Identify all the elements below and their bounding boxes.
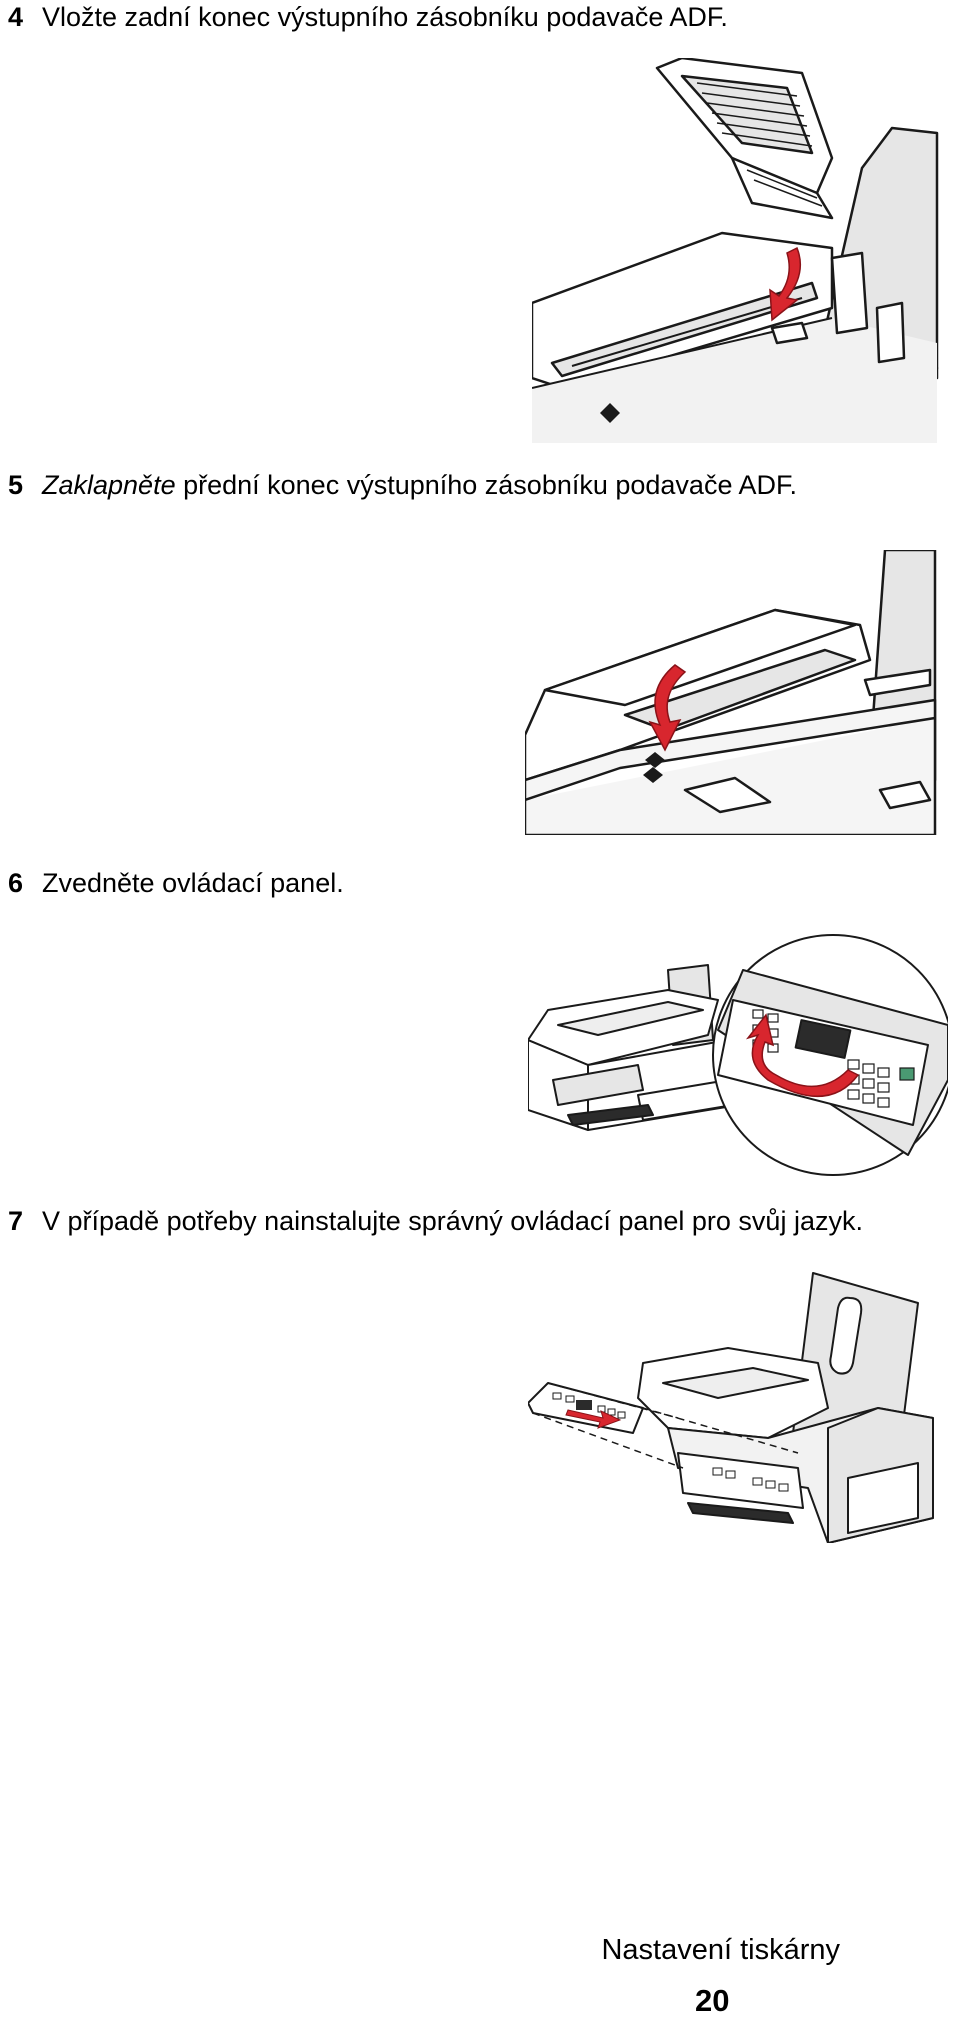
step-number: 5 [8,470,24,500]
step-text: přední konec výstupního zásobníku podava… [175,470,797,500]
page-number: 20 [695,1983,730,2018]
step-number: 4 [8,2,24,32]
red-arrow-icon [769,246,802,322]
step-7: 7 V případě potřeby nainstalujte správný … [8,1204,863,1238]
footer-section-title: Nastavení tiskárny [601,1934,840,1966]
step-number: 7 [8,1206,24,1236]
control-panel-swap-illustration [528,1272,934,1543]
step-5: 5 Zaklapněte přední konec výstupního záso… [8,468,797,502]
step-number: 6 [8,868,24,898]
step-4: 4 Vložte zadní konec výstupního zásobníku… [8,0,728,34]
control-panel-lift-illustration [528,934,948,1176]
step-6: 6 Zvedněte ovládací panel. [8,866,344,900]
adf-close-illustration [525,550,937,835]
step-text: V případě potřeby nainstalujte správný o… [42,1206,863,1236]
adf-tray-illustration [532,58,939,443]
red-arrow-icon [745,1013,860,1098]
step-emphasis: Zaklapněte [42,470,176,500]
step-text: Vložte zadní konec výstupního zásobníku … [42,2,728,32]
step-text: Zvedněte ovládací panel. [42,868,344,898]
red-arrow-icon [648,664,687,752]
red-arrow-icon [565,1409,622,1429]
